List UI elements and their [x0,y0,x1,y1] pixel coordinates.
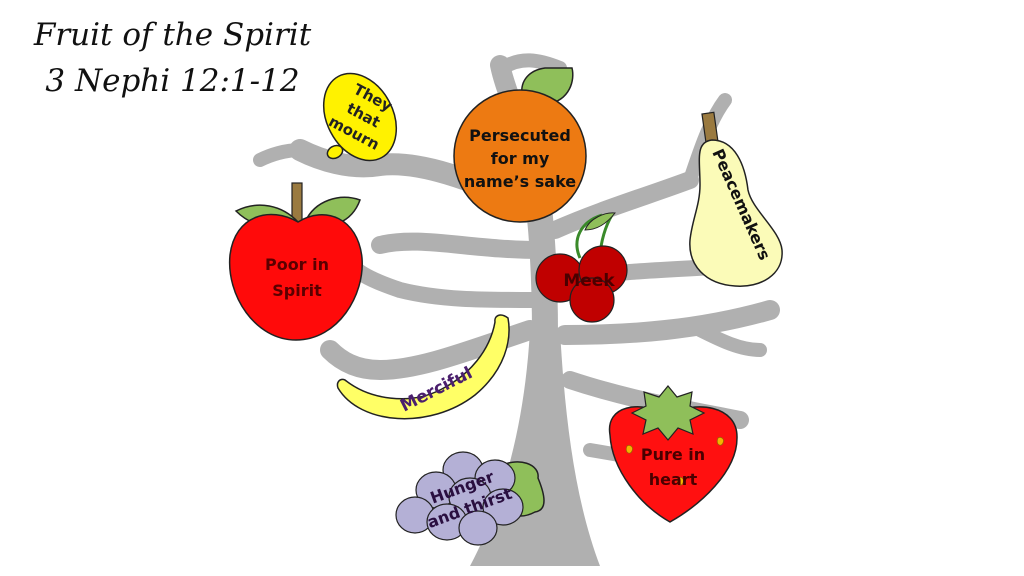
slide-title: Fruit of the Spirit [33,17,312,53]
strawberry-label-line1: Pure in [641,445,705,464]
strawberry-seed [625,444,633,454]
cherries-label: Meek [563,271,615,291]
orange-persecuted: Persecuted for my name’s sake [453,67,587,223]
strawberry-seed [716,436,724,446]
tree-branch [546,171,699,239]
strawberry-calyx-icon [630,385,706,441]
tree-branch [493,53,567,77]
tree-branch [371,232,549,259]
apple-poor-in-spirit: Poor in Spirit [228,182,363,341]
orange-label-line2: for my [491,149,550,168]
tree-branch [555,300,780,345]
tree-branch [693,323,767,357]
strawberry-pure-in-heart: Pure in heart [608,385,738,523]
slide-subtitle: 3 Nephi 12:1-12 [45,63,300,99]
apple-label-line2: Spirit [272,281,322,300]
grapes-hunger-and-thirst: Hunger and thirst [395,451,545,546]
lemon-they-that-mourn: They that mourn [322,72,398,162]
strawberry-label-line2: heart [649,470,698,489]
tree-branch [253,143,307,167]
cherries-meek: Meek [535,212,628,323]
orange-label-line3: name’s sake [464,172,576,191]
strawberry-seed [676,476,684,486]
orange-label-line1: Persecuted [469,126,571,145]
tree-branch [337,247,543,308]
apple-label-line1: Poor in [265,255,329,274]
pear-peacemakers: Peacemakers [689,111,783,287]
cherry-leaf-icon [584,212,616,231]
